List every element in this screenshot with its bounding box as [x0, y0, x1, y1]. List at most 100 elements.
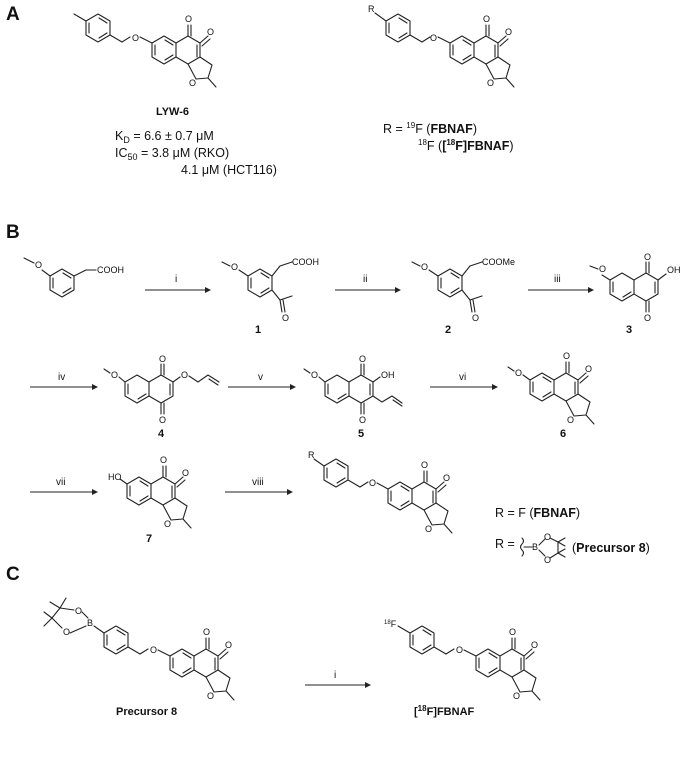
atom-cooh: COOH	[97, 265, 124, 275]
precursor-8-label: (Precursor 8)	[572, 541, 650, 555]
compound-5-label: 5	[358, 428, 364, 440]
atom-r: R	[308, 450, 315, 460]
atom-o: O	[430, 33, 437, 43]
atom-o: O	[63, 627, 70, 637]
atom-o: O	[567, 415, 574, 425]
atom-r: R	[368, 4, 375, 14]
atom-o: O	[159, 415, 166, 425]
atom-o: O	[515, 368, 522, 378]
atom-o: O	[207, 27, 214, 37]
atom-coome: COOMe	[482, 257, 515, 267]
compound-3-structure: O O O OH	[589, 252, 681, 323]
atom-o: O	[111, 370, 118, 380]
atom-o: O	[421, 262, 428, 272]
atom-o: O	[456, 645, 463, 655]
compound-4-structure: O O O O	[103, 354, 220, 425]
atom-o: O	[182, 468, 189, 478]
r-f-line: R = F (FBNAF)	[495, 506, 580, 520]
fbnaf-product-structure: R O O O O	[308, 450, 453, 534]
atom-b: B	[87, 618, 93, 628]
atom-o: O	[207, 691, 214, 701]
panel-label-c: C	[6, 564, 20, 585]
atom-o: O	[160, 455, 167, 465]
atom-o: O	[35, 260, 42, 270]
compound-6-label: 6	[560, 428, 566, 440]
atom-o: O	[359, 415, 366, 425]
precursor-8-name: Precursor 8	[116, 706, 177, 718]
f18-fbnaf-name: [18F]FBNAF	[414, 704, 475, 718]
atom-oh: OH	[381, 370, 395, 380]
fbnaf-structure: R O O O O	[368, 4, 515, 88]
ic50-line: IC50 = 3.8 μM (RKO)	[115, 146, 229, 162]
compound-1-label: 1	[255, 324, 261, 336]
atom-o: O	[425, 524, 432, 534]
step-label-ii: ii	[363, 274, 367, 285]
atom-o: O	[132, 33, 139, 43]
atom-o: O	[189, 78, 196, 88]
step-label-iv: iv	[58, 372, 65, 383]
compound-4-label: 4	[158, 428, 165, 440]
atom-o: O	[150, 645, 157, 655]
atom-o: O	[185, 14, 192, 24]
ic50-line-2: 4.1 μM (HCT116)	[181, 163, 277, 177]
atom-o: O	[203, 627, 210, 637]
step-label-vi: vi	[459, 372, 466, 383]
atom-o: O	[159, 354, 166, 364]
compound-7-label: 7	[146, 533, 152, 545]
atom-o: O	[644, 252, 651, 262]
atom-oh: OH	[667, 265, 681, 275]
atom-o: O	[599, 264, 606, 274]
precursor-8-structure: O O B O O O O	[43, 597, 235, 701]
kd-line: KD = 6.6 ± 0.7 μM	[115, 129, 214, 145]
panel-label-a: A	[6, 4, 20, 25]
compound-1-structure: O COOH O	[221, 257, 319, 323]
atom-o: O	[483, 14, 490, 24]
step-label-c-i: i	[334, 670, 336, 681]
step-label-i: i	[175, 274, 177, 285]
r-f18-line: 18F ([18F]FBNAF)	[418, 138, 514, 153]
atom-o: O	[544, 555, 551, 565]
panel-label-b: B	[6, 222, 20, 243]
atom-o: O	[487, 78, 494, 88]
atom-f18: 18F	[384, 619, 397, 629]
atom-o: O	[443, 473, 450, 483]
r-f19-line: R = 19F (FBNAF)	[383, 121, 477, 136]
f18-fbnaf-structure: 18F O O O O	[384, 619, 541, 701]
atom-o: O	[225, 640, 232, 650]
step-label-vii: vii	[56, 477, 65, 488]
compound-6-structure: O O O O	[507, 351, 595, 425]
compound-3-label: 3	[626, 324, 632, 336]
lyw6-name: LYW-6	[156, 106, 189, 118]
atom-o: O	[531, 640, 538, 650]
r-bpin-label: R =	[495, 537, 515, 551]
compound-2-structure: O COOMe O	[411, 257, 515, 323]
atom-o: O	[644, 313, 651, 323]
atom-o: O	[509, 627, 516, 637]
step-label-v: v	[258, 372, 263, 383]
atom-o: O	[421, 460, 428, 470]
atom-o: O	[585, 364, 592, 374]
atom-o: O	[505, 27, 512, 37]
compound-5-structure: O O O OH	[303, 354, 403, 425]
atom-o: O	[311, 370, 318, 380]
step-label-iii: iii	[554, 274, 561, 285]
atom-o: O	[282, 313, 289, 323]
atom-o: O	[369, 478, 376, 488]
atom-o: O	[359, 354, 366, 364]
r-bpin-line: R = B O O (Precursor 8)	[495, 532, 650, 565]
atom-o: O	[544, 532, 551, 542]
lyw6-structure: O O O O	[73, 13, 217, 88]
atom-o: O	[181, 370, 188, 380]
atom-o: O	[75, 606, 82, 616]
atom-cooh: COOH	[292, 257, 319, 267]
start-material: O COOH	[23, 257, 124, 298]
compound-7-structure: HO O O O	[108, 455, 192, 529]
step-label-viii: viii	[252, 477, 264, 488]
atom-o: O	[563, 351, 570, 361]
atom-o: O	[513, 691, 520, 701]
atom-ho: HO	[108, 472, 122, 482]
atom-b: B	[532, 542, 538, 552]
atom-o: O	[472, 313, 479, 323]
compound-2-label: 2	[445, 324, 451, 336]
